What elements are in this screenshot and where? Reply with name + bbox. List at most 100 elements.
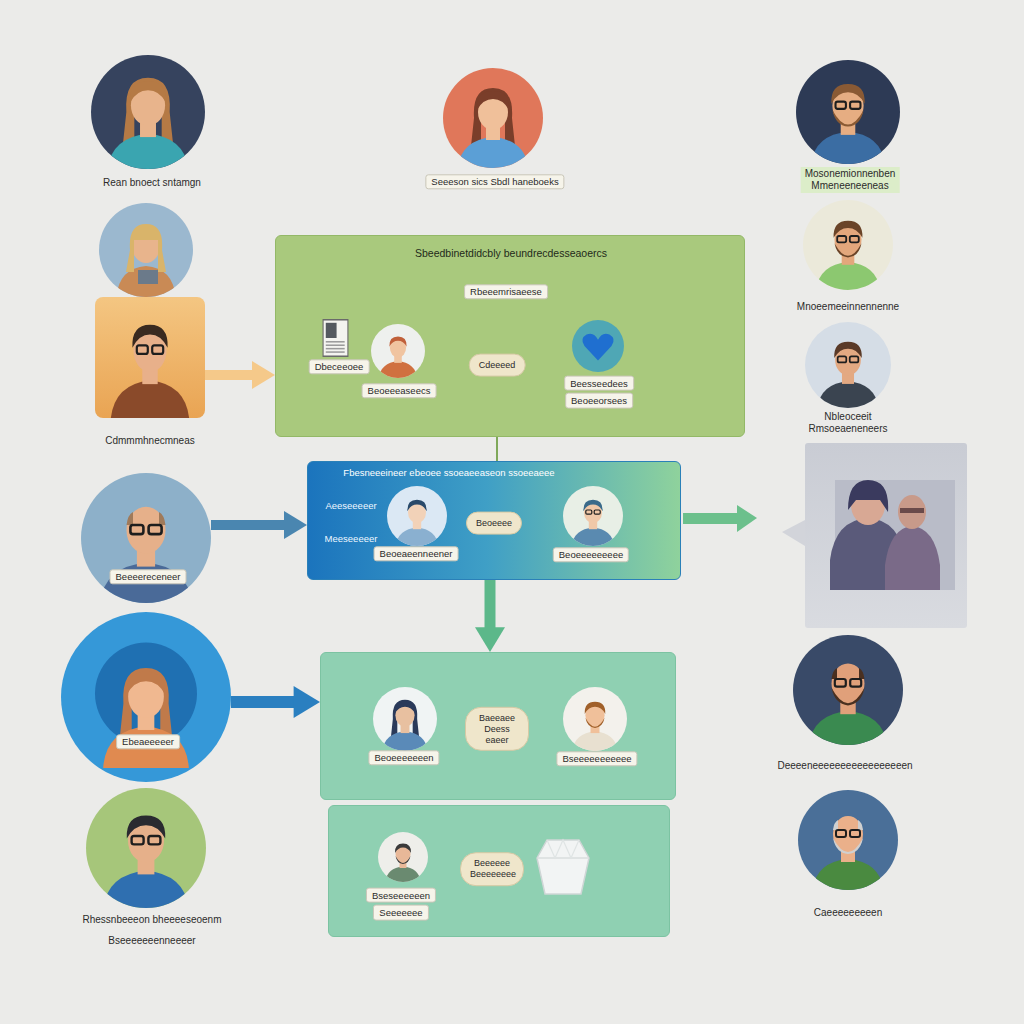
connector-arrow: [497, 437, 498, 461]
avatar-glasses: [850, 356, 859, 362]
label-group: Caeeeeeeeeen: [814, 907, 882, 919]
avatar-figure: [371, 324, 425, 378]
avatar-shirt: [811, 132, 886, 164]
avatar-figure: [563, 687, 627, 751]
avatar-hair: [834, 342, 862, 358]
arrow-head: [284, 511, 307, 539]
icon-block: [326, 323, 337, 338]
avatar-hair: [585, 702, 606, 714]
label-group: Nbleoceeit Rmsoeaeneneers: [809, 411, 888, 435]
connector-arrow: [231, 686, 320, 718]
node-label: Caeeeeeeeeen: [814, 907, 882, 919]
arrow-head: [294, 686, 320, 718]
process-box: Fbesneeeineer ebeoee ssoeaeeaseon ssoeea…: [307, 461, 681, 580]
process-box: Sbeedbinetdidcbly beundrecdesseaoercsRbe…: [275, 235, 745, 437]
avatar-circle: Beeeereceneer: [81, 473, 211, 603]
avatar-circle: Rean bnoect sntamgn: [91, 55, 205, 169]
photo-hair: [848, 480, 888, 512]
node-picture: [91, 55, 205, 169]
avatar-glasses: [137, 345, 148, 353]
avatar-hair: [130, 81, 167, 103]
node-picture: [61, 612, 231, 782]
avatar-figure: [86, 788, 206, 908]
label-group: Mnoeemeeinnennenne: [797, 301, 899, 313]
avatar-beard: [396, 856, 411, 864]
avatar-person: [107, 78, 189, 169]
label-group: Beoeaeenneener: [374, 546, 459, 561]
avatar-beard: [832, 110, 863, 127]
node-picture: [371, 324, 425, 378]
avatar-hair-back: [123, 78, 173, 144]
node-picture: [793, 635, 903, 745]
avatar-hair: [389, 336, 406, 346]
avatar-circle: Nbleoceeit Rmsoeaeneneers: [805, 322, 891, 408]
portrait-shirt: [116, 266, 176, 300]
label-group: Rean bnoect sntamgn: [103, 177, 201, 189]
avatar-ground: [81, 473, 211, 603]
node-label: Bseseeeeeen: [366, 888, 436, 903]
avatar-person: [817, 342, 879, 408]
avatar-circle: Mosonemionnenben Mmeneeneeneas: [796, 60, 900, 164]
label-group: Meeseeeeer: [325, 533, 378, 544]
node-label: Beoeeee: [476, 518, 512, 529]
avatar-hair: [127, 512, 166, 525]
label-group: Seeeson sics Sbdl haneboeks: [425, 174, 564, 189]
photo-person: [885, 526, 940, 590]
side-arrow: [683, 505, 757, 532]
portrait-hair: [126, 224, 166, 272]
node-picture: [373, 687, 437, 751]
avatar-figure: [563, 486, 623, 546]
avatar-hair-back: [120, 668, 172, 737]
avatar-person: [816, 221, 881, 290]
avatar-shirt: [395, 527, 438, 546]
avatar-figure: [803, 200, 893, 290]
heart-symbol: [582, 334, 613, 361]
node-picture: [86, 788, 206, 908]
node-label: Mosonemionnenben Mmeneeneeneas: [801, 167, 900, 193]
label-group: Beoeeeeeeeee: [553, 547, 629, 562]
node-picture: [387, 486, 447, 546]
connector-line: [211, 520, 285, 530]
avatar-hair: [395, 844, 411, 854]
node-picture: [378, 832, 428, 882]
node-picture: [443, 68, 543, 168]
avatar-circle: BseseeeeeenSeeeeeee: [378, 832, 428, 882]
node-label: Rbeeemrisaeese: [464, 284, 548, 299]
icon-line: [326, 341, 345, 343]
avatar-hair: [832, 668, 865, 679]
avatar-hair-back: [391, 700, 419, 737]
avatar-circle: Beoeeeeeeeee: [563, 486, 623, 546]
avatar-circle: Beoeaeenneener: [387, 486, 447, 546]
avatar-hair: [833, 820, 863, 830]
photo-frame: [805, 443, 967, 628]
process-box: BeoeeeeeeenBaeeaee Deess eaeerBseeeeeeee…: [320, 652, 676, 800]
gem-facet: [547, 840, 579, 858]
avatar-person: [110, 325, 189, 418]
avatar-person: [457, 88, 529, 168]
avatar-beard: [585, 718, 604, 728]
avatar-person: [385, 844, 421, 883]
avatar-glasses: [838, 356, 847, 362]
avatar-person: [808, 664, 887, 745]
avatar-hair: [834, 221, 863, 238]
avatar-glasses: [835, 679, 846, 687]
node-label: Beeeeee Beeeeeeee: [470, 858, 514, 880]
avatar-glasses: [836, 830, 846, 837]
avatar-circle: Caeeeeeeeeen: [798, 790, 898, 890]
node-picture: [563, 486, 623, 546]
avatar-figure: [81, 473, 211, 603]
box-title: Sbeedbinetdidcbly beundrecdesseaoercs: [415, 247, 607, 260]
node-label: Rhessnbeeeon bheeeeseoenm: [83, 914, 222, 926]
avatar-glasses: [149, 525, 162, 534]
node-label: Beoeeeaseecs: [362, 383, 437, 398]
node-label: Beoeeorsees: [565, 393, 633, 408]
node-label: Seeeson sics Sbdl haneboeks: [425, 174, 564, 189]
portrait-card: Cdmmmhnecmneas: [95, 297, 205, 418]
node-label: Dbeceeoee: [309, 359, 370, 374]
connector-line: [496, 437, 498, 461]
avatar-figure: [805, 322, 891, 408]
avatar-figure: [61, 612, 231, 782]
label-group: Beoeeeaseecs: [362, 383, 437, 398]
portrait-circle: [99, 203, 193, 300]
avatar-glasses: [132, 836, 144, 844]
